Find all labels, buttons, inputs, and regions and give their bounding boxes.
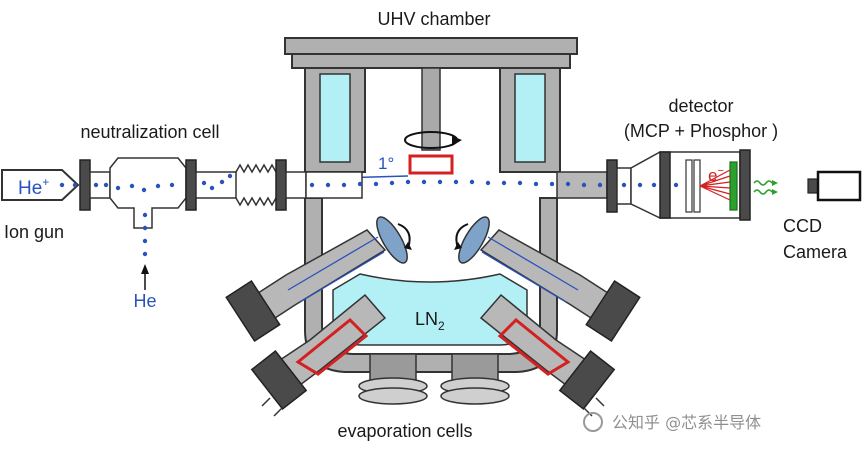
evaporation-cell-upper-right — [479, 229, 641, 343]
electron-symbol: e — [708, 166, 717, 185]
incidence-angle-label: 1° — [378, 154, 394, 173]
he-ion-charge: + — [42, 175, 49, 189]
evaporation-cell-upper-left — [225, 229, 387, 343]
sample-holder — [404, 131, 462, 175]
watermark-logo-icon — [583, 412, 603, 432]
evaporation-cells-label: evaporation cells — [337, 421, 472, 441]
shutter-right — [454, 216, 490, 264]
detector-label: detector — [668, 96, 733, 116]
watermark: 公知乎 @芯系半导体 — [583, 412, 761, 432]
ln2-subscript: 2 — [438, 319, 445, 333]
ion-gun-label: Ion gun — [4, 222, 64, 242]
neutralization-cell — [79, 157, 197, 229]
electron-cascade — [699, 169, 731, 201]
neutralization-cell-label: neutralization cell — [80, 122, 219, 142]
evaporation-cell-lower-left — [250, 293, 387, 417]
chamber-top-flange — [284, 37, 578, 69]
detector-housing — [630, 149, 751, 221]
atom-beam — [59, 173, 679, 257]
he-ion-label: He+ — [18, 175, 49, 199]
ion-gun — [1, 169, 80, 201]
he-gas-inlet-arrow — [141, 264, 149, 290]
watermark-text: 公知乎 @芯系半导体 — [612, 413, 761, 432]
chamber-label: UHV chamber — [377, 9, 490, 29]
camera-label: Camera — [783, 242, 848, 262]
electron-label: e− — [708, 165, 724, 185]
bottom-feedthrough-right — [440, 353, 510, 405]
ln2-main: LN — [415, 309, 438, 329]
ccd-camera — [807, 170, 862, 202]
electron-charge: − — [717, 165, 723, 177]
he-ion-symbol: He — [18, 178, 42, 199]
bottom-feedthrough-left — [358, 353, 428, 405]
detector-sublabel: (MCP + Phosphor ) — [624, 121, 778, 141]
photon-emission — [753, 180, 778, 195]
ln2-label: LN2 — [415, 309, 445, 333]
ccd-label: CCD — [783, 216, 822, 236]
shutter-left — [376, 216, 412, 264]
evaporation-cell-lower-right — [479, 293, 616, 417]
he-gas-label: He — [133, 291, 156, 311]
